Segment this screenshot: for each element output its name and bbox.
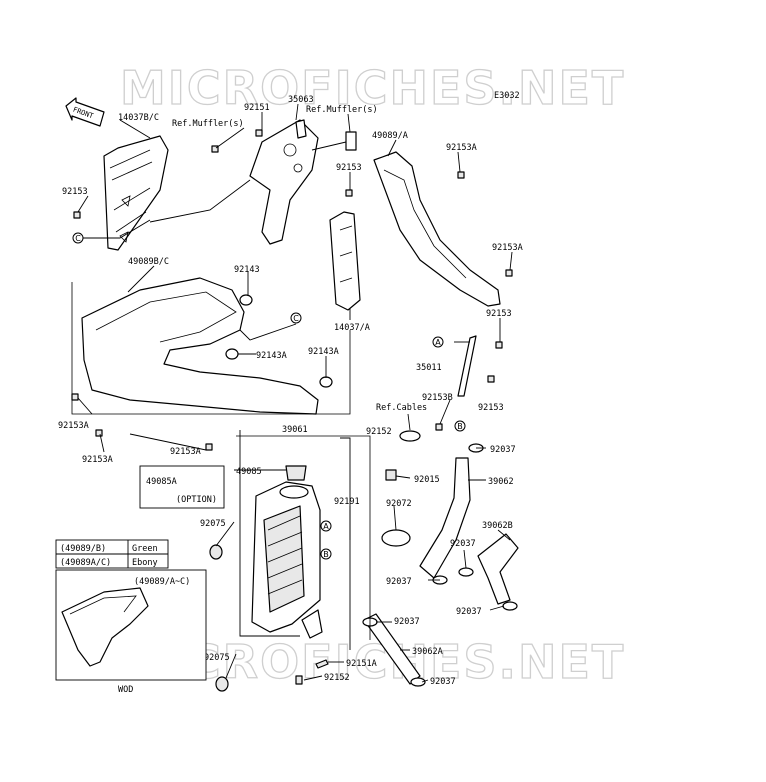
color-row-1-part: (49089/B): [60, 544, 106, 554]
label-92075-2: 92075: [204, 653, 230, 663]
color-row-2-part: (49089A/C): [60, 558, 111, 568]
callout-a-radiator: A: [320, 520, 332, 532]
cable-clamp: [454, 335, 477, 397]
leader-lines: [77, 103, 513, 683]
label-92152-bottom: 92152: [324, 673, 350, 683]
label-92191: 92191: [334, 497, 360, 507]
cap-92152-top: [399, 430, 421, 442]
label-ref-muffler-2: Ref.Muffler(s): [306, 105, 378, 115]
label-92143a-1: 92143A: [256, 351, 287, 361]
label-49089a: 49089/A: [372, 131, 408, 141]
callout-a-right: A: [432, 336, 444, 348]
color-row-2-color: Ebony: [132, 558, 158, 568]
frame-radiator: [236, 435, 371, 640]
label-92143a-2: 92143A: [308, 347, 339, 357]
label-92037-3: 92037: [386, 577, 412, 587]
clamp-92037-2: [458, 567, 474, 577]
clamp-92072: [381, 529, 411, 547]
collar-92143a-2: [319, 376, 333, 388]
radiator: [251, 481, 323, 639]
collar-92143a-1: [225, 348, 239, 360]
collar-92143: [239, 294, 253, 306]
label-39061: 39061: [282, 425, 308, 435]
diagram-code: E3032: [494, 91, 520, 101]
label-14037a: 14037/A: [334, 323, 370, 333]
label-92153a-l2: 92153A: [82, 455, 113, 465]
label-92153-mid: 92153: [486, 309, 512, 319]
option-note: (OPTION): [176, 495, 217, 505]
label-39062b: 39062B: [482, 521, 513, 531]
svg-text:C: C: [293, 314, 299, 323]
watermark-top: MICROFICHES.NET: [120, 61, 625, 115]
muffler-bracket: [249, 119, 357, 245]
label-92037-1: 92037: [490, 445, 516, 455]
grommet-49085: [285, 465, 307, 481]
label-92151: 92151: [244, 103, 270, 113]
shroud-bracket-center: [329, 211, 361, 311]
option-part: 49085A: [146, 477, 177, 487]
label-35011: 35011: [416, 363, 442, 373]
clip-92015: [385, 469, 397, 481]
label-92037-2: 92037: [450, 539, 476, 549]
label-92153a-l1: 92153A: [58, 421, 89, 431]
label-92015: 92015: [414, 475, 440, 485]
callout-c-mid: C: [290, 312, 302, 324]
svg-text:C: C: [75, 234, 81, 243]
hose-39062b: [477, 533, 519, 605]
svg-text:A: A: [323, 522, 329, 531]
label-92153-low: 92153: [478, 403, 504, 413]
shroud-right: [373, 151, 501, 307]
label-92153-left: 92153: [62, 187, 88, 197]
inset-caption: WOD: [118, 685, 133, 695]
callout-b-radiator: B: [320, 548, 332, 560]
svg-text:A: A: [435, 338, 441, 347]
callout-c-top: C: [72, 232, 84, 244]
damper-92075-2: [215, 676, 229, 692]
shroud-bracket-left: [103, 135, 169, 251]
label-92037-4: 92037: [456, 607, 482, 617]
label-92072: 92072: [386, 499, 412, 509]
label-92143: 92143: [234, 265, 260, 275]
front-arrow-icon: FRONT: [65, 97, 105, 127]
label-92153b: 92153B: [422, 393, 453, 403]
label-ref-cables: Ref.Cables: [376, 403, 427, 413]
svg-text:B: B: [323, 550, 329, 559]
label-92152-top: 92152: [366, 427, 392, 437]
inset-label: (49089/A~C): [134, 577, 190, 587]
label-92037-6: 92037: [430, 677, 456, 687]
label-49085: 49085: [236, 467, 262, 477]
shroud-left: [81, 277, 319, 415]
label-92153-upper: 92153: [336, 163, 362, 173]
label-ref-muffler-1: Ref.Muffler(s): [172, 119, 244, 129]
bolt-group: [71, 129, 513, 451]
label-14037bc: 14037B/C: [118, 113, 159, 123]
label-92037-5: 92037: [394, 617, 420, 627]
color-table: (49089/B) Green (49089A/C) Ebony (49089/…: [55, 539, 207, 695]
label-39062: 39062: [488, 477, 514, 487]
option-box: 49085A (OPTION): [139, 465, 225, 509]
frame-shroud-left: [71, 282, 351, 415]
label-39062a: 39062A: [412, 647, 443, 657]
label-92151a: 92151A: [346, 659, 377, 669]
label-49089bc: 49089B/C: [128, 257, 169, 267]
damper-92075-1: [209, 544, 223, 560]
label-92153a-right: 92153A: [492, 243, 523, 253]
bolt-92151a: [315, 659, 329, 669]
clamp-92037-4: [502, 601, 518, 611]
hose-39062a: [363, 613, 421, 685]
bolt-92152-bottom: [295, 675, 303, 685]
label-92153a-l3: 92153A: [170, 447, 201, 457]
clamp-92037-6: [410, 677, 426, 687]
label-92075-1: 92075: [200, 519, 226, 529]
color-row-1-color: Green: [132, 544, 158, 554]
callout-b-right: B: [454, 420, 466, 432]
svg-text:B: B: [457, 422, 463, 431]
label-35063: 35063: [288, 95, 314, 105]
label-92153a-top: 92153A: [446, 143, 477, 153]
